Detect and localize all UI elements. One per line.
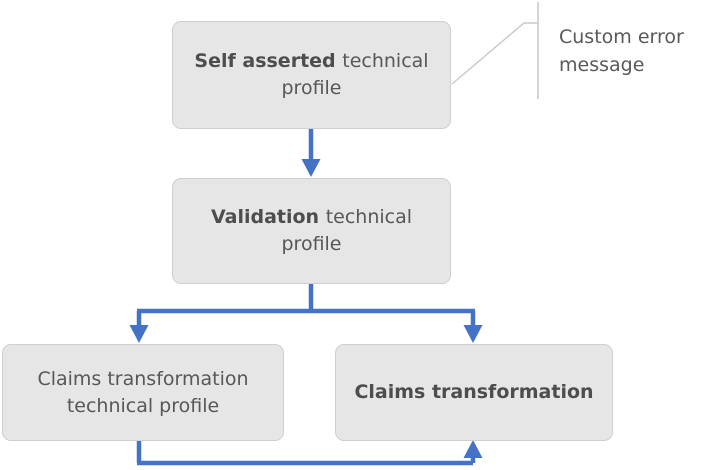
node-validation-technical-profile[interactable]: Validation technical profile	[172, 178, 451, 284]
node-label: Self asserted technical profile	[185, 48, 438, 102]
node-label-normal: Claims transformation technical profile	[37, 367, 249, 417]
node-label-normal: technical profile	[281, 50, 429, 99]
node-label-bold: Self asserted	[194, 50, 343, 73]
node-claims-transformation[interactable]: Claims transformation	[335, 344, 613, 441]
node-label-bold: Validation	[210, 206, 326, 229]
node-claims-transformation-technical-profile[interactable]: Claims transformation technical profile	[2, 344, 284, 441]
connector-claims-tp-to-claims-transformation	[136, 440, 483, 466]
callout-custom-error-message: Custom error message	[559, 26, 684, 76]
node-label: Claims transformation	[348, 379, 600, 406]
node-self-asserted-technical-profile[interactable]: Self asserted technical profile	[172, 21, 451, 129]
node-label: Claims transformation technical profile	[15, 366, 271, 420]
connector-self-asserted-to-validation	[301, 129, 321, 177]
node-label-normal: technical profile	[281, 206, 413, 255]
callout-leader-line	[451, 2, 539, 99]
node-label: Validation technical profile	[185, 204, 438, 258]
connector-validation-branch	[129, 284, 483, 343]
node-label-bold: Claims transformation	[354, 381, 594, 404]
